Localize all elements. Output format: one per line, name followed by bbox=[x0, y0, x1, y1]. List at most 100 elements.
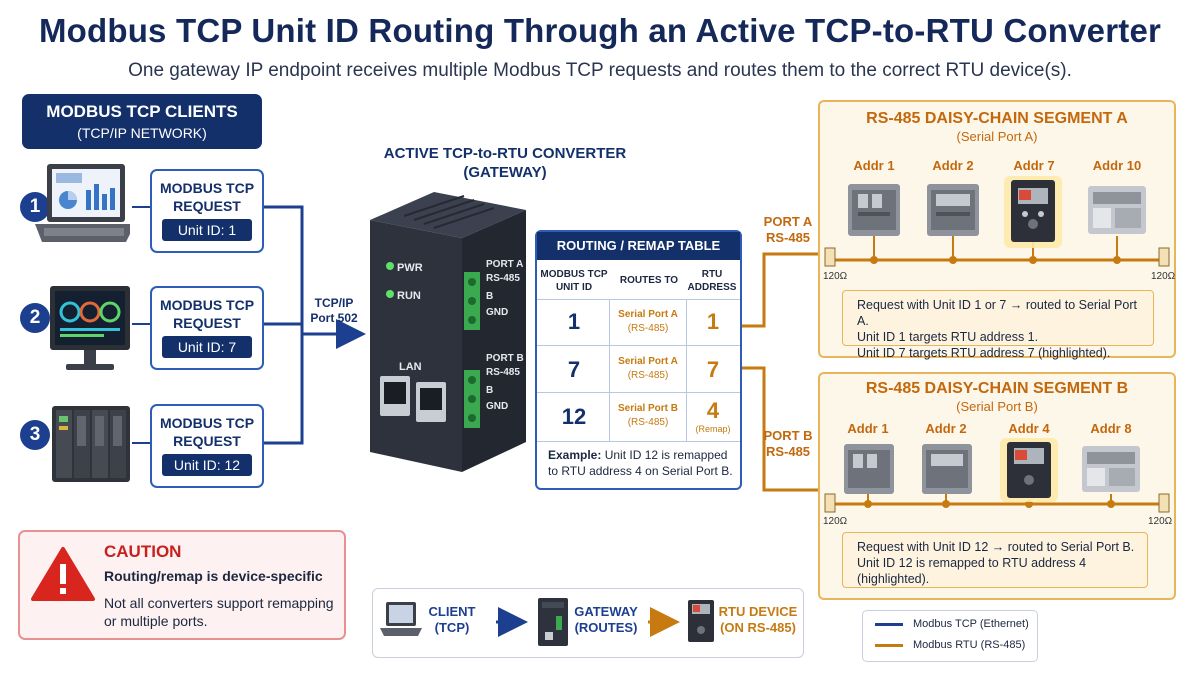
routing-row-3-route: Serial Port B (RS-485) bbox=[610, 402, 686, 430]
segment-b-subtitle: (Serial Port B) bbox=[956, 399, 1038, 414]
port-a-type: RS-485 bbox=[765, 230, 811, 245]
plc-icon bbox=[52, 406, 130, 482]
port-b-type: RS-485 bbox=[765, 444, 811, 459]
port-b-label: PORT B RS-485 bbox=[758, 428, 818, 460]
port-b-name: PORT B bbox=[763, 428, 813, 443]
client-2-request-label: MODBUS TCP REQUEST bbox=[159, 297, 255, 331]
caution-heading: CAUTION bbox=[104, 542, 182, 561]
routing-row-2-route-name: Serial Port A bbox=[618, 356, 678, 367]
page-subtitle: One gateway IP endpoint receives multipl… bbox=[128, 60, 1072, 81]
segment-a-addr-3: Addr 7 bbox=[1013, 158, 1055, 173]
routing-col-unit-id: MODBUS TCP UNIT ID bbox=[540, 269, 608, 293]
segment-a-terminator-right: 120Ω bbox=[1151, 271, 1176, 282]
routing-divider bbox=[537, 441, 740, 442]
routing-example-text: Unit ID 12 is remapped to RTU address 4 … bbox=[548, 448, 733, 478]
flow-client-sub: (TCP) bbox=[434, 620, 470, 635]
rtu-device-icon bbox=[1082, 446, 1140, 492]
client-1-unit-id: Unit ID: 1 bbox=[162, 219, 252, 241]
hmi-monitor-icon bbox=[50, 286, 130, 370]
converter-title-block: ACTIVE TCP-to-RTU CONVERTER (GATEWAY) bbox=[380, 144, 630, 182]
routing-row-3-route-name: Serial Port B bbox=[617, 403, 679, 414]
legend-tcp-label: Modbus TCP (Ethernet) bbox=[913, 618, 1029, 630]
client-2-request-box: MODBUS TCP REQUEST Unit ID: 7 bbox=[150, 286, 264, 370]
flow-rtu-sub: (ON RS-485) bbox=[720, 620, 796, 635]
segment-b-bus bbox=[824, 438, 1170, 513]
rtu-device-icon bbox=[922, 444, 972, 494]
segment-b-note-line1: Request with Unit ID 12 → routed to Seri… bbox=[857, 540, 1135, 554]
warning-icon bbox=[31, 547, 95, 601]
converter-subtitle: (GATEWAY) bbox=[463, 164, 547, 181]
line-legend: Modbus TCP (Ethernet) Modbus RTU (RS-485… bbox=[862, 610, 1038, 662]
routing-table-title: ROUTING / REMAP TABLE bbox=[537, 232, 740, 260]
port-b-term-name: PORT B bbox=[486, 353, 524, 364]
client-3-number: 3 bbox=[20, 420, 50, 450]
tcp-link-label: TCP/IP Port 502 bbox=[306, 296, 362, 326]
port-a-term-name: PORT A bbox=[486, 259, 524, 270]
port-a-label: PORT A RS-485 bbox=[758, 214, 818, 246]
rtu-device-icon bbox=[848, 184, 900, 236]
routing-row-2-route: Serial Port A(RS-485) bbox=[610, 355, 686, 383]
segment-a-bus bbox=[824, 176, 1170, 267]
laptop-icon bbox=[35, 164, 130, 242]
routing-divider bbox=[686, 299, 687, 441]
port-b-term-b: B bbox=[486, 385, 494, 396]
segment-b-terminator-left: 120Ω bbox=[823, 516, 848, 527]
port-a-line bbox=[742, 252, 818, 328]
highlighted-rtu-device-icon bbox=[1000, 438, 1058, 502]
routing-table bbox=[535, 230, 742, 490]
tcp-link-line2: Port 502 bbox=[310, 311, 358, 325]
page-title: Modbus TCP Unit ID Routing Through an Ac… bbox=[38, 12, 1162, 49]
clients-subheading: (TCP/IP NETWORK) bbox=[77, 125, 207, 141]
segment-a-note-line3: Unit ID 7 targets RTU address 7 (highlig… bbox=[857, 346, 1111, 360]
clients-heading: MODBUS TCP CLIENTS bbox=[46, 102, 238, 121]
routing-row-1-route: Serial Port A(RS-485) bbox=[610, 308, 686, 336]
converter-title: ACTIVE TCP-to-RTU CONVERTER bbox=[383, 145, 627, 162]
routing-row-3-route-sub: (RS-485) bbox=[627, 417, 669, 428]
legend-rtu-swatch bbox=[875, 644, 903, 647]
segment-a-note-line1: Request with Unit ID 1 or 7 → routed to … bbox=[857, 298, 1137, 328]
segment-b-title: RS-485 DAISY-CHAIN SEGMENT B bbox=[865, 380, 1129, 397]
segment-b-addr-2: Addr 2 bbox=[925, 421, 967, 436]
led-pwr-label: PWR bbox=[397, 262, 423, 274]
client-2-number: 2 bbox=[20, 303, 50, 333]
segment-a-addr-4: Addr 10 bbox=[1092, 158, 1142, 173]
segment-b-note-line2: Unit ID 12 is remapped to RTU address 4 bbox=[857, 556, 1087, 570]
caution-subheading: Routing/remap is device-specific bbox=[104, 568, 323, 584]
routing-divider bbox=[609, 299, 610, 441]
segment-b-addr-3: Addr 4 bbox=[1008, 421, 1050, 436]
segment-a-note-line2: Unit ID 1 targets RTU address 1. bbox=[857, 330, 1039, 344]
routing-row-1-route-name: Serial Port A bbox=[618, 309, 678, 320]
segment-a-note: Request with Unit ID 1 or 7 → routed to … bbox=[842, 290, 1154, 360]
client-1-number: 1 bbox=[20, 192, 50, 222]
legend-tcp-swatch bbox=[875, 623, 903, 626]
client-3-unit-id: Unit ID: 12 bbox=[162, 454, 252, 476]
legend-rtu-label: Modbus RTU (RS-485) bbox=[913, 639, 1026, 651]
flow-gateway-label: GATEWAY (ROUTES) bbox=[572, 604, 640, 636]
routing-row-3-note: (Remap) bbox=[695, 424, 731, 434]
gateway-icon bbox=[538, 598, 568, 646]
flow-gateway-name: GATEWAY bbox=[574, 604, 638, 619]
routing-row-2-rtu-address: 7 bbox=[706, 357, 720, 382]
clients-header: MODBUS TCP CLIENTS (TCP/IP NETWORK) bbox=[22, 94, 262, 149]
port-a-terminal-labels: PORT A RS-485 B GND bbox=[486, 258, 523, 319]
segment-a-addr-2: Addr 2 bbox=[932, 158, 974, 173]
routing-col-rtu-address: RTU ADDRESS bbox=[687, 269, 737, 293]
segment-b-note: Request with Unit ID 12 → routed to Seri… bbox=[842, 532, 1148, 588]
caution-panel: CAUTION Routing/remap is device-specific… bbox=[18, 530, 346, 640]
rtu-device-icon bbox=[1088, 186, 1146, 234]
tcp-link-line1: TCP/IP bbox=[314, 296, 354, 310]
flow-summary bbox=[372, 588, 804, 658]
segment-a-terminator-left: 120Ω bbox=[823, 271, 848, 282]
highlighted-rtu-device-icon bbox=[1004, 176, 1062, 248]
laptop-icon bbox=[380, 602, 422, 636]
port-a-name: PORT A bbox=[763, 214, 813, 229]
segment-a-addr-1: Addr 1 bbox=[853, 158, 895, 173]
routing-row-3-unit-id: 12 bbox=[561, 404, 587, 429]
routing-row-1-unit-id: 1 bbox=[567, 309, 581, 334]
rtu-device-icon bbox=[844, 444, 894, 494]
client-1-request-box: MODBUS TCP REQUEST Unit ID: 1 bbox=[150, 169, 264, 253]
routing-divider bbox=[537, 345, 740, 346]
port-b-term-type: RS-485 bbox=[486, 366, 520, 378]
caution-text-line2: or multiple ports. bbox=[104, 613, 208, 629]
